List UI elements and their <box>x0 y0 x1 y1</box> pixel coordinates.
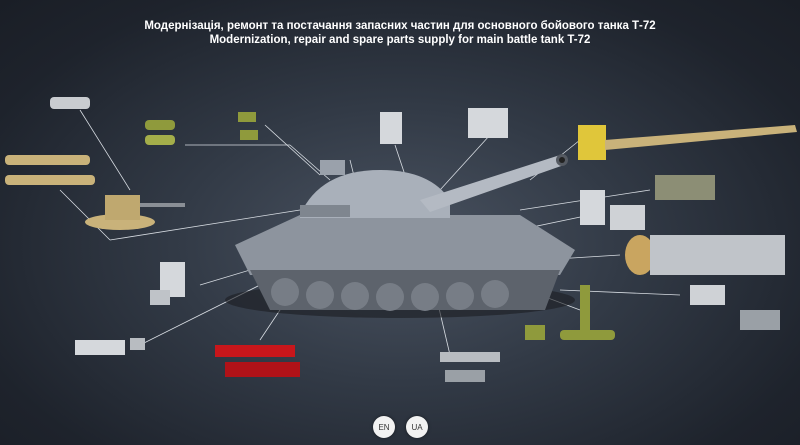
part-small-blocks[interactable] <box>238 112 258 140</box>
part-control-panels[interactable] <box>580 190 645 230</box>
title-ukrainian: Модернізація, ремонт та постачання запас… <box>144 20 656 32</box>
part-electronic-unit[interactable] <box>655 175 715 200</box>
part-gunner-sight[interactable] <box>468 108 508 138</box>
part-green-cylinders[interactable] <box>525 285 615 340</box>
part-connectors[interactable] <box>75 338 145 355</box>
part-periscopes[interactable] <box>145 120 175 145</box>
part-pump-unit[interactable] <box>150 262 185 305</box>
part-hydraulics[interactable] <box>690 285 780 330</box>
part-red-components[interactable] <box>215 345 300 377</box>
part-small-components[interactable] <box>440 352 500 382</box>
title-english: Modernization, repair and spare parts su… <box>209 34 591 46</box>
language-ua-button[interactable]: UA <box>406 416 428 438</box>
part-engine[interactable] <box>625 235 785 275</box>
part-laser-rangefinder[interactable] <box>380 112 402 144</box>
part-sight-unit[interactable] <box>50 97 90 109</box>
part-commander-cupola[interactable] <box>85 195 185 230</box>
language-en-button[interactable]: EN <box>373 416 395 438</box>
part-ammunition[interactable] <box>5 155 95 185</box>
t72-tank-illustration <box>225 154 575 318</box>
part-gun-barrel[interactable] <box>578 125 797 160</box>
